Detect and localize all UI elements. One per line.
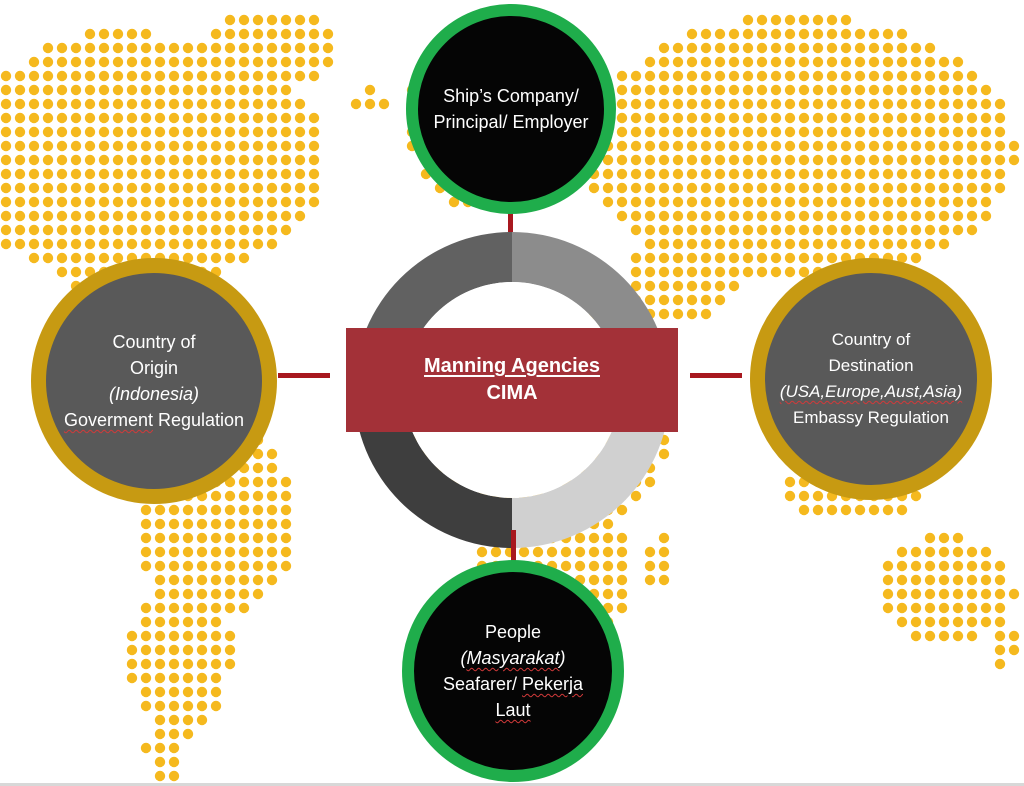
node-people-open-paren: (: [460, 648, 467, 668]
node-destination-line4: Embassy Regulation: [793, 408, 949, 427]
node-origin-word-regulation: Regulation: [152, 410, 245, 430]
center-subtitle: CIMA: [486, 382, 538, 404]
node-people: People (Masyarakat) Seafarer/ Pekerja La…: [402, 560, 624, 782]
node-people-line3: Seafarer/ Pekerja: [443, 671, 583, 697]
node-destination-line1: Country of: [831, 330, 911, 349]
node-country-of-origin: Country of Origin (Indonesia) Goverment …: [31, 258, 277, 504]
node-people-word-pekerja: Pekerja: [522, 674, 584, 694]
node-people-close-paren: ): [559, 648, 566, 668]
connector-right: [690, 373, 742, 378]
node-origin-line2: Origin: [129, 358, 178, 378]
connector-left: [278, 373, 330, 378]
connector-bottom: [511, 530, 516, 576]
node-ships-company-line1: Ship’s Company/: [443, 86, 579, 106]
node-people-line2: (Masyarakat): [460, 645, 565, 671]
node-origin-line1: Country of: [112, 332, 196, 352]
node-people-line4: Laut: [495, 700, 531, 720]
node-people-word-masyarakat: Masyarakat: [466, 648, 560, 668]
center-box-manning-agencies: Manning Agencies CIMA: [346, 328, 678, 432]
node-ships-company: Ship’s Company/ Principal/ Employer: [406, 4, 616, 214]
node-people-word-seafarer: Seafarer/: [442, 674, 522, 694]
center-title: Manning Agencies: [424, 355, 600, 377]
node-ships-company-line2: Principal/ Employer: [433, 112, 589, 132]
node-destination-countries: (USA,Europe,Aust,Asia): [779, 382, 963, 401]
node-origin-word-goverment: Goverment: [63, 410, 153, 430]
node-origin-country: (Indonesia): [108, 384, 200, 404]
node-origin-line4: Goverment Regulation: [64, 407, 244, 433]
node-country-of-destination: Country of Destination (USA,Europe,Aust,…: [750, 258, 992, 500]
node-destination-line2: Destination: [828, 356, 914, 375]
frame-bottom-border: [0, 783, 1024, 786]
node-people-line1: People: [484, 622, 542, 642]
